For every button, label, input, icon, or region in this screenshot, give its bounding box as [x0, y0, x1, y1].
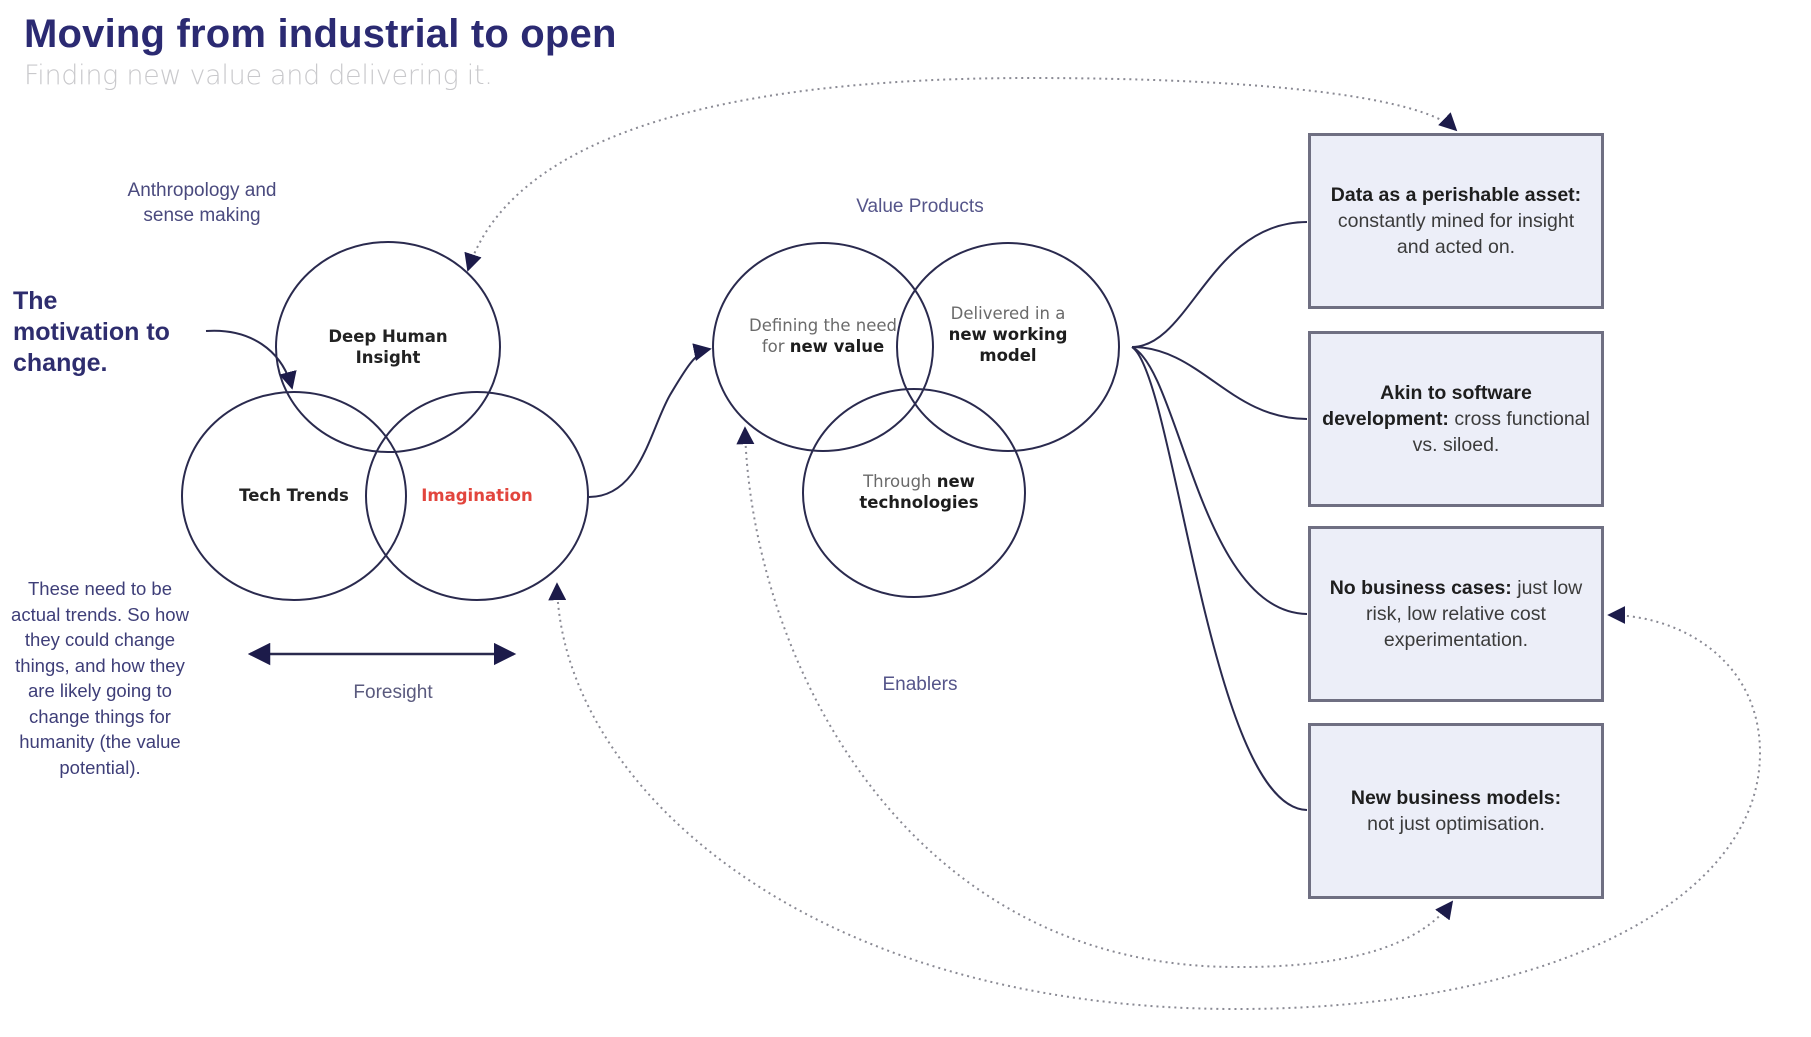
- outcome-box-text: New business models: not just optimisati…: [1341, 785, 1571, 837]
- circle-deep-human-insight: [275, 241, 501, 453]
- outcome-box-bold: New business models:: [1350, 787, 1562, 809]
- defining-light-text: Defining the need for: [748, 316, 898, 356]
- motivation-arrow: [205, 329, 297, 390]
- imagination-to-value-connector: [588, 343, 712, 498]
- outcome-box-body: cross functional vs. siloed.: [1412, 408, 1590, 456]
- motivation-line: motivation to: [13, 318, 170, 346]
- outcome-box: No business cases: just low risk, low re…: [1308, 526, 1604, 702]
- trends-note: These need to be actual trends. So how t…: [11, 578, 189, 778]
- connector-box-1: [1131, 221, 1308, 348]
- through-new-technologies-label: Through new technologies: [844, 471, 994, 513]
- motivation-label: The motivation to change.: [13, 286, 213, 379]
- defining-bold-text: new value: [789, 337, 885, 356]
- delivered-light-text: Delivered in a: [950, 304, 1066, 323]
- defining-new-value-label: Defining the need for new value: [748, 315, 898, 357]
- motivation-line: The: [13, 287, 58, 315]
- outcome-box-body: just low risk, low relative cost experim…: [1366, 577, 1583, 651]
- motivation-line: change.: [13, 349, 108, 377]
- outcome-box-bold: Data as a perishable asset:: [1330, 184, 1582, 206]
- outcome-box-text: Akin to software development: cross func…: [1311, 380, 1601, 458]
- page-subtitle: Finding new value and delivering it.: [24, 60, 493, 91]
- circle-tech-trends: [181, 391, 407, 601]
- outcome-box: Data as a perishable asset: constantly m…: [1308, 133, 1604, 309]
- tech-trends-label: Tech Trends: [239, 486, 349, 505]
- connector-box-3: [1131, 346, 1308, 615]
- through-bold-text: new technologies: [859, 472, 979, 512]
- foresight-label: Foresight: [353, 682, 433, 703]
- anthropology-label: Anthropology and sense making: [127, 180, 277, 226]
- dotted-arc-to-imagination: [548, 582, 1762, 1011]
- connector-box-2: [1131, 346, 1308, 420]
- outcome-box-bold: No business cases:: [1329, 577, 1512, 599]
- outcome-box-bold: Akin to software development:: [1322, 382, 1532, 430]
- page-title: Moving from industrial to open: [24, 12, 617, 56]
- outcome-box: Akin to software development: cross func…: [1308, 331, 1604, 507]
- through-light-text: Through: [863, 472, 937, 491]
- enablers-label: Enablers: [882, 674, 958, 695]
- imagination-label: Imagination: [421, 486, 533, 505]
- circle-imagination: [365, 391, 589, 601]
- outcome-box: New business models: not just optimisati…: [1308, 723, 1604, 899]
- delivered-bold-text: new working model: [948, 325, 1068, 365]
- outcome-box-text: Data as a perishable asset: constantly m…: [1311, 182, 1601, 260]
- outcome-box-text: No business cases: just low risk, low re…: [1311, 575, 1601, 653]
- outcome-box-body: constantly mined for insight and acted o…: [1337, 210, 1575, 258]
- outcome-box-body: not just optimisation.: [1367, 813, 1545, 835]
- dotted-arc-top: [464, 76, 1458, 272]
- value-products-label: Value Products: [856, 196, 984, 217]
- delivered-working-model-label: Delivered in a new working model: [938, 303, 1078, 366]
- deep-human-insight-label: Deep Human Insight: [328, 327, 448, 367]
